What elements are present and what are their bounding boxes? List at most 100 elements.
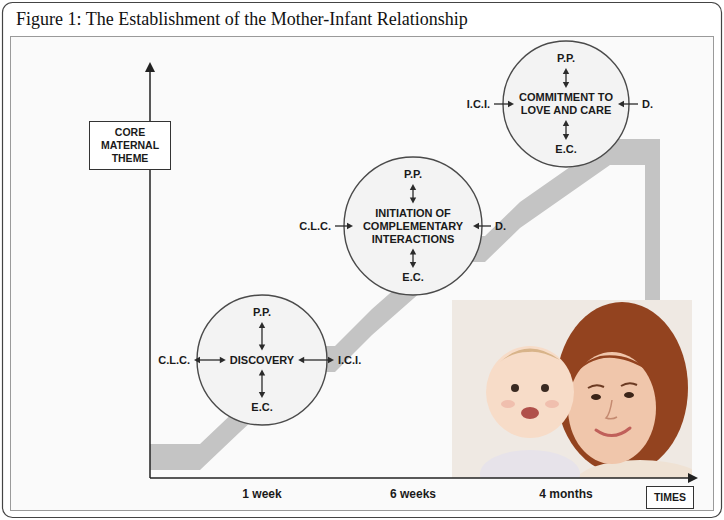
mother-shoulder <box>576 460 692 478</box>
arrow-head <box>298 357 304 363</box>
influence-arrow <box>494 101 514 107</box>
x-axis <box>150 477 690 479</box>
stage-circle: P.P. INITIATION OF COMPLEMENTARY INTERACT… <box>343 156 483 296</box>
axis-title-box: CORE MATERNAL THEME <box>89 121 171 170</box>
influence-arrow <box>473 223 491 229</box>
stage-name: COMMITMENT TO LOVE AND CARE <box>518 91 614 117</box>
arrow-head <box>410 249 416 255</box>
mother-eye <box>624 392 634 398</box>
arrow-head <box>259 322 265 328</box>
baby-eye <box>541 384 549 392</box>
arrow-shaft <box>412 254 413 264</box>
mother-eye <box>591 394 601 400</box>
arrow-head <box>410 262 416 268</box>
arrow-shaft <box>261 375 262 394</box>
arrow-shaft <box>261 327 262 346</box>
mother-brow <box>621 383 637 386</box>
mother-face <box>568 352 656 464</box>
figure-frame <box>3 3 722 518</box>
arrow-head <box>347 223 353 229</box>
factor-abbrev: D. <box>495 220 506 233</box>
stage-circle-outline <box>503 41 629 167</box>
factor-arrow <box>563 68 569 88</box>
photo-ground <box>452 300 692 478</box>
arrow-head <box>194 357 200 363</box>
baby-cheek <box>501 400 515 408</box>
factor-abbrev: D. <box>642 98 653 111</box>
arrow-head <box>508 101 514 107</box>
stage-name: DISCOVERY <box>230 354 294 367</box>
influence-arrow <box>298 357 334 363</box>
arrow-head <box>563 82 569 88</box>
chart-panel <box>11 37 714 511</box>
stage-circle: P.P. COMMITMENT TO LOVE AND CARE E.C. <box>502 40 630 168</box>
factor-arrow <box>563 120 569 140</box>
influence-arrow <box>335 223 353 229</box>
label-slot: C.L.C. <box>158 354 190 367</box>
factor-abbrev: I.C.I. <box>467 98 490 111</box>
baby-head <box>486 346 574 438</box>
factor-abbrev: P.P. <box>557 52 575 65</box>
arrow-head <box>220 357 226 363</box>
mother-nose <box>606 400 617 419</box>
baby-hair <box>500 348 560 362</box>
arrow-head <box>563 134 569 140</box>
factor-abbrev: P.P. <box>404 168 422 181</box>
arrow-shaft <box>303 359 329 360</box>
arrow-shaft <box>478 225 491 226</box>
arrow-shaft <box>412 189 413 199</box>
mother-infant-photo <box>452 300 692 478</box>
label-slot: 4 months <box>539 487 592 501</box>
arrow-shaft <box>623 103 638 104</box>
factor-arrow <box>410 184 416 204</box>
mother-brow <box>588 385 604 388</box>
label-slot: I.C.I. <box>467 98 490 111</box>
mother-hair <box>556 302 688 474</box>
factor-abbrev: C.L.C. <box>299 220 331 233</box>
arrow-head <box>259 392 265 398</box>
factor-abbrev: I.C.I. <box>338 354 361 367</box>
arrow-head <box>259 370 265 376</box>
label-slot: 6 weeks <box>390 487 436 501</box>
arrow-head <box>410 184 416 190</box>
arrow-head <box>410 198 416 204</box>
arrow-head <box>328 357 334 363</box>
time-label: 1 week <box>242 487 281 501</box>
factor-arrow <box>259 370 265 399</box>
stage-name: INITIATION OF COMPLEMENTARY INTERACTIONS <box>357 207 469 246</box>
arrow-head <box>563 120 569 126</box>
y-axis-head <box>145 62 155 72</box>
influence-arrow <box>618 101 638 107</box>
baby-mouth <box>521 407 539 419</box>
label-slot: I.C.I. <box>338 354 361 367</box>
label-slot: D. <box>642 98 653 111</box>
arrow-head <box>618 101 624 107</box>
baby-cheek <box>545 400 559 408</box>
factor-arrow <box>259 322 265 351</box>
axis-title-text: CORE MATERNAL THEME <box>97 126 163 165</box>
title-slot: Figure 1: The Establishment of the Mothe… <box>16 8 468 30</box>
baby-eye <box>511 384 519 392</box>
factor-abbrev: P.P. <box>253 306 271 319</box>
factor-abbrev: E.C. <box>555 143 576 156</box>
arrow-shaft <box>199 359 221 360</box>
factor-abbrev: C.L.C. <box>158 354 190 367</box>
arrow-shaft <box>335 225 348 226</box>
axis-title-box: TIMES <box>646 486 694 509</box>
factor-arrow <box>410 249 416 269</box>
factor-abbrev: E.C. <box>402 271 423 284</box>
stage-circle: P.P. DISCOVERY E.C. <box>196 294 328 426</box>
mother-smile <box>596 428 630 436</box>
factor-abbrev: E.C. <box>251 401 272 414</box>
axis-title-text: TIMES <box>654 491 686 504</box>
arrow-head <box>563 68 569 74</box>
label-slot: C.L.C. <box>299 220 331 233</box>
arrow-shaft <box>494 103 509 104</box>
stage-circle-outline <box>344 157 482 295</box>
figure-title: Figure 1: The Establishment of the Mothe… <box>16 8 468 30</box>
x-axis-head <box>688 473 698 483</box>
label-slot: D. <box>495 220 506 233</box>
time-label: 4 months <box>539 487 592 501</box>
baby-body <box>480 450 580 478</box>
